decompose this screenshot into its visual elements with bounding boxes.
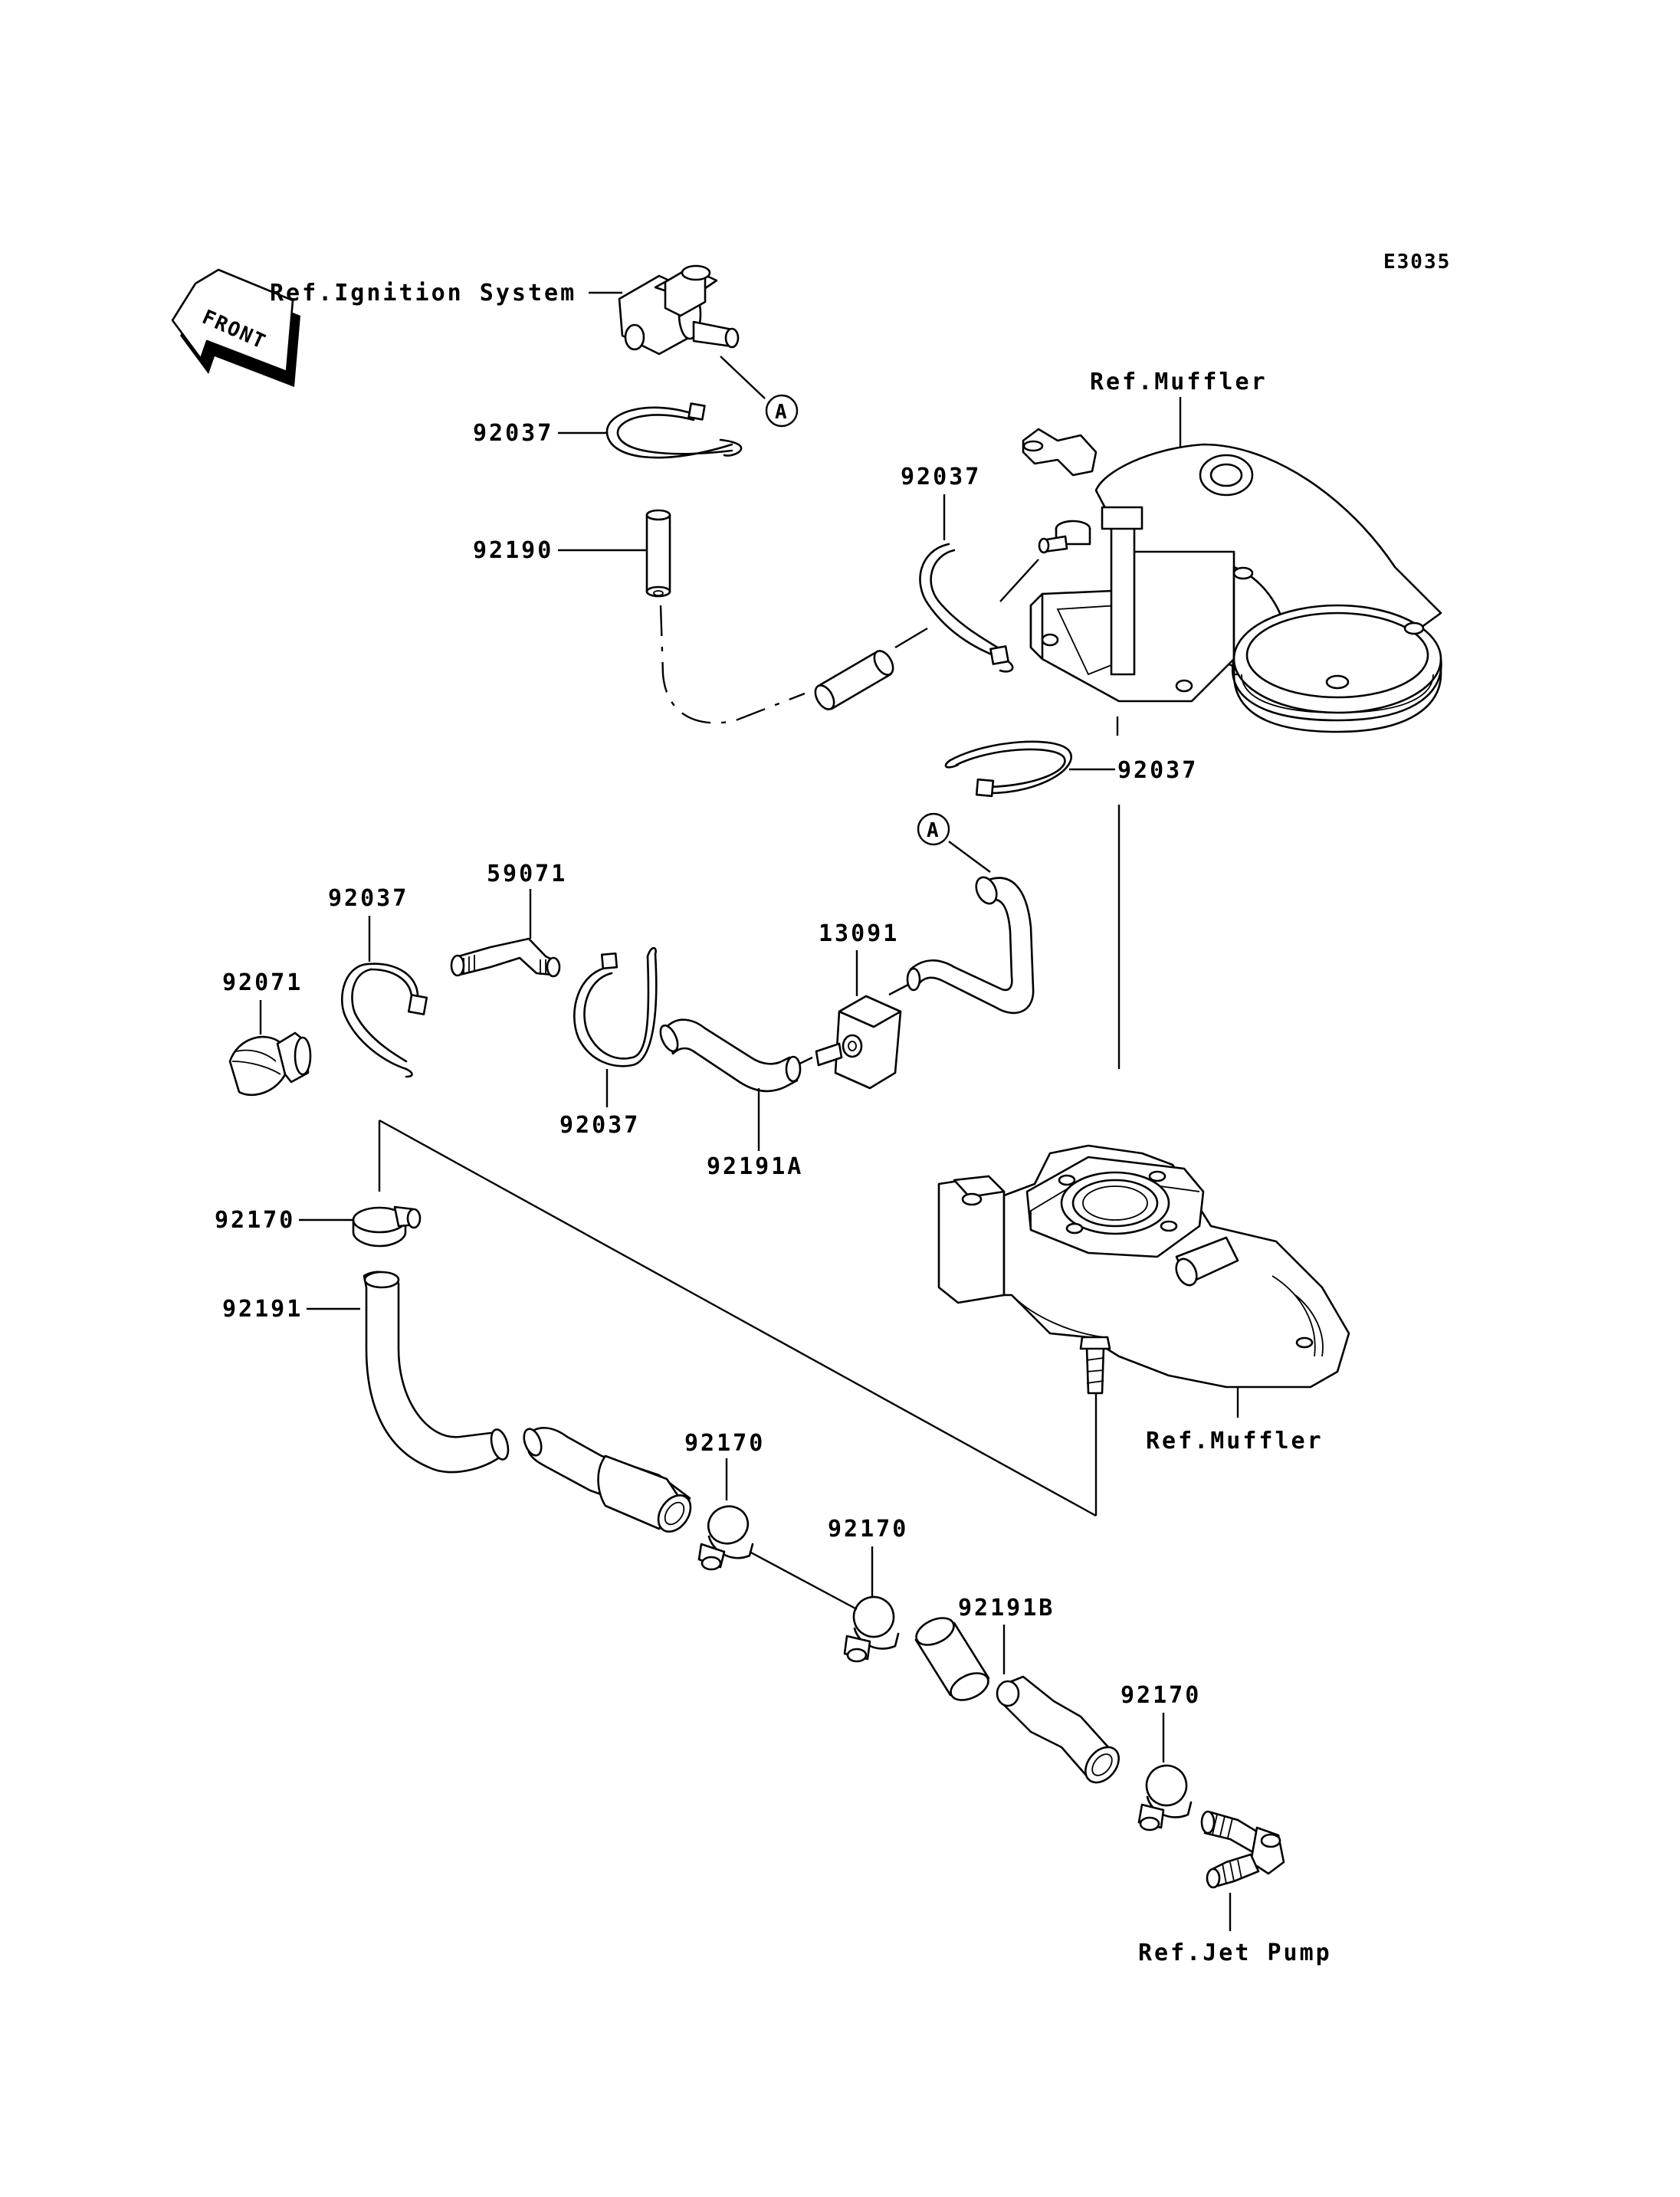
- part-number-92191: 92191: [222, 1296, 303, 1323]
- part-number-92037-left: 92037: [328, 885, 409, 912]
- part-number-13091: 13091: [819, 920, 899, 947]
- diagram-code: E3035: [1383, 251, 1451, 274]
- ref-muffler-bottom: Ref.Muffler: [1146, 1428, 1324, 1454]
- part-number-92190: 92190: [473, 537, 553, 564]
- hose-92191b-part: [914, 1617, 1120, 1784]
- callout-a-mid: A: [927, 819, 940, 842]
- hose-clamp-right-part: [1137, 1764, 1193, 1831]
- hose-clamp-mid2-part: [843, 1595, 900, 1663]
- hose-curved-upper-part: [906, 876, 1035, 1015]
- hose-92190-part: [645, 509, 671, 598]
- ref-muffler-top: Ref.Muffler: [1090, 369, 1268, 395]
- check-valve-part: [815, 995, 902, 1090]
- pipe-59071-part: [450, 937, 561, 978]
- callout-a-top: A: [775, 401, 789, 424]
- ref-jet-pump: Ref.Jet Pump: [1138, 1940, 1332, 1966]
- part-number-92191a: 92191A: [707, 1153, 803, 1180]
- part-number-92071: 92071: [222, 969, 303, 996]
- part-number-92170-right: 92170: [1121, 1682, 1201, 1709]
- jet-pump-fitting-part: [1200, 1810, 1285, 1889]
- part-number-92037-muffler-lower: 92037: [1117, 757, 1198, 784]
- part-number-92037-muffler: 92037: [901, 464, 981, 490]
- band-clamp-mid-part: [573, 946, 658, 1067]
- hose-clamp-left-part: [352, 1205, 422, 1248]
- ignition-coil-part: [618, 264, 740, 356]
- part-number-92170-mid2: 92170: [828, 1516, 908, 1543]
- callout-a-mid-icon: [917, 812, 950, 846]
- hose-92190-pipe-part: [814, 650, 894, 710]
- front-arrow-icon: FRONT: [171, 268, 300, 387]
- ref-ignition-system: Ref.Ignition System: [270, 280, 576, 307]
- part-number-59071: 59071: [487, 861, 567, 887]
- hose-92191a-part: [659, 1018, 802, 1093]
- band-clamp-top-part: [605, 402, 743, 459]
- part-number-92191b: 92191B: [958, 1595, 1055, 1622]
- callout-a-top-icon: [765, 394, 799, 428]
- part-number-92037-mid: 92037: [559, 1112, 640, 1139]
- part-number-92170-left: 92170: [215, 1207, 295, 1234]
- muffler-lower-part: [937, 1144, 1350, 1395]
- muffler-upper-part: [1022, 428, 1442, 733]
- drain-plug-part: [228, 1031, 312, 1097]
- band-clamp-left-part: [341, 962, 428, 1078]
- band-clamp-muffler-part: [919, 543, 1014, 673]
- part-number-92037-top: 92037: [473, 420, 553, 447]
- hose-clamp-mid1-part: [697, 1505, 754, 1571]
- band-clamp-muffler-lower-part: [944, 740, 1072, 798]
- part-number-92170-mid1: 92170: [684, 1430, 765, 1457]
- hose-92191-part: [363, 1271, 692, 1533]
